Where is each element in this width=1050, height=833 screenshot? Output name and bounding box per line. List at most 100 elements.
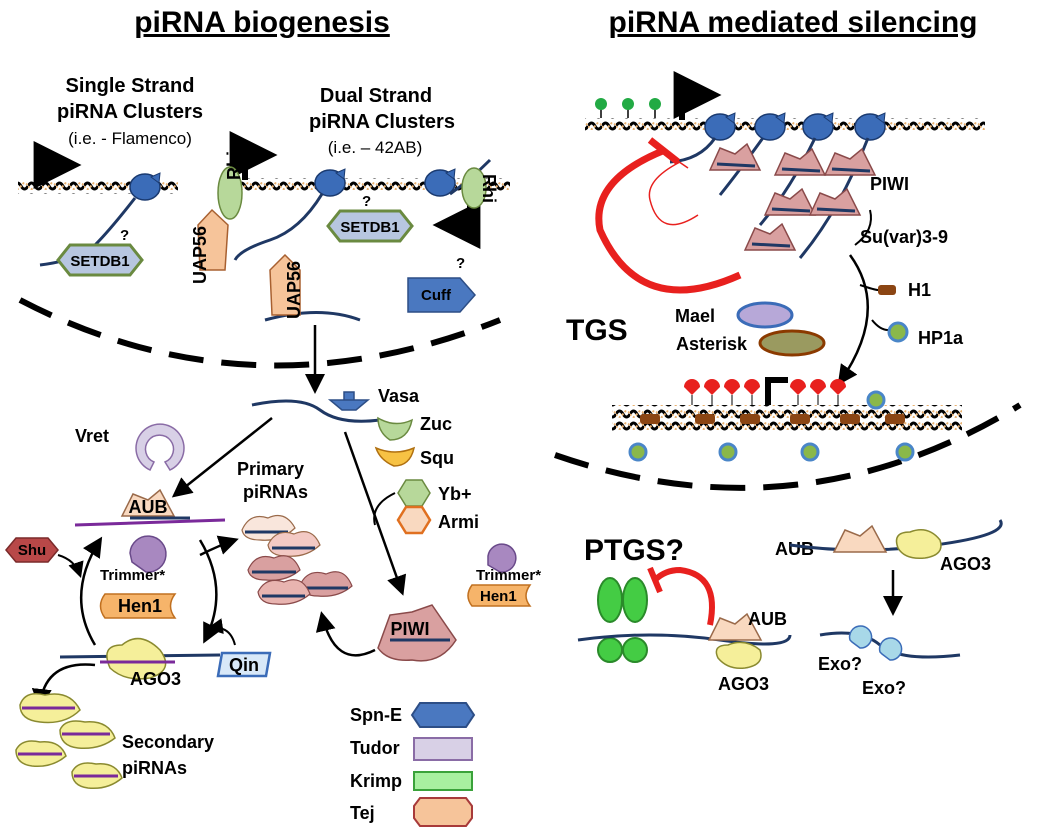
- shu-arrow: [57, 554, 84, 579]
- rna-polymerase: [704, 112, 736, 141]
- vasa-protein: [327, 391, 371, 411]
- asterisk-protein: [758, 329, 826, 357]
- cuff-protein: [407, 277, 477, 313]
- yb-label: Yb+: [438, 484, 472, 504]
- title-pirna-silencing: piRNA mediated silencing: [609, 6, 978, 39]
- piwi-protein: [763, 187, 817, 217]
- zuc-protein: [377, 416, 414, 441]
- h1-label: H1: [908, 280, 931, 300]
- rna-polymerase: [314, 168, 346, 197]
- effector-convergence-arrow: [837, 254, 870, 386]
- legend-swatch-krimp: [413, 771, 473, 791]
- question-mark: ?: [362, 193, 371, 210]
- primary-pirnas-label-2: piRNAs: [243, 482, 308, 502]
- qin-protein: [216, 651, 272, 678]
- vret-protein: [135, 423, 185, 471]
- mrna: [789, 519, 1003, 552]
- ago3-protein: [715, 641, 762, 670]
- processing-arrow: [343, 431, 407, 596]
- secondary-pirnas-label-2: piRNAs: [122, 758, 187, 778]
- dual-strand-title-2: piRNA Clusters: [309, 111, 455, 133]
- suvar-label: Su(var)3-9: [860, 227, 948, 247]
- piwi-protein: [823, 147, 877, 177]
- primary-pirnas-label-1: Primary: [237, 459, 304, 479]
- nuclear-envelope: [18, 297, 502, 369]
- dual-strand-title-1: Dual Strand: [320, 85, 432, 107]
- ago3-label-ptgs: AGO3: [718, 674, 769, 694]
- hen1-label: Hen1: [118, 596, 162, 616]
- tss-arrow-active: [673, 71, 722, 120]
- mael-protein: [736, 301, 794, 329]
- piwi-protein: [808, 187, 862, 217]
- uap56-label: UAP56: [190, 226, 210, 284]
- qin-label: Qin: [229, 655, 259, 675]
- mael-label: Mael: [675, 306, 715, 326]
- hen1-protein: [467, 584, 532, 607]
- dual-strand-example: (i.e. – 42AB): [328, 138, 423, 157]
- nuclear-envelope: [554, 402, 1022, 491]
- h1-protein: [878, 285, 896, 295]
- legend-label-tej: Tej: [350, 803, 375, 823]
- target-rna: [74, 518, 226, 527]
- title-pirna-biogenesis: piRNA biogenesis: [134, 6, 390, 39]
- setdb1-label: SETDB1: [340, 219, 399, 236]
- hen1-label: Hen1: [480, 588, 517, 605]
- legend-label-krimp: Krimp: [350, 771, 402, 791]
- rhi-protein: [461, 167, 487, 209]
- uap56-label: UAP56: [284, 261, 304, 319]
- repressive-marks: [684, 379, 846, 405]
- nascent-transcript: [758, 137, 817, 226]
- primary-pirna-cluster: [241, 515, 353, 605]
- active-marks: [595, 98, 661, 118]
- ptgs-inhibition: [652, 566, 715, 626]
- rhi-protein: [217, 166, 243, 220]
- h1-on-chromatin: [640, 414, 905, 424]
- cuff-label: Cuff: [421, 287, 452, 304]
- setdb1-label: SETDB1: [70, 253, 129, 270]
- qin-arrow: [206, 618, 236, 646]
- processing-arrow: [171, 417, 273, 498]
- pingpong-arrow: [79, 536, 103, 646]
- tss-arrow-dual: [229, 131, 278, 180]
- transcript: [264, 311, 361, 322]
- aub-label: AUB: [129, 497, 168, 517]
- rna-polymerase: [754, 112, 786, 141]
- exo-label: Exo?: [818, 654, 862, 674]
- yb-armi-bracket: [373, 492, 396, 526]
- setdb1-protein: [326, 209, 414, 243]
- vret-label: Vret: [75, 426, 109, 446]
- to-primary-arrow: [199, 535, 239, 557]
- effector-branch: [854, 209, 872, 246]
- piwi-protein: [773, 147, 827, 177]
- legend-swatch-tej: [413, 797, 473, 827]
- uap56-protein: [269, 253, 301, 316]
- vasa-label: Vasa: [378, 386, 420, 406]
- legend-swatch-spn-e: [410, 702, 476, 728]
- aub-label-ptgs: AUB: [748, 609, 787, 629]
- ago3-label-right: AGO3: [940, 554, 991, 574]
- asterisk-label: Asterisk: [676, 334, 748, 354]
- inhibition-bar-small: [671, 156, 689, 169]
- piwi-protein: [743, 222, 797, 252]
- single-strand-title-1: Single Strand: [66, 75, 195, 97]
- tss-arrow-reverse: [432, 200, 481, 249]
- secondary-pirnas-label-1: Secondary: [122, 732, 214, 752]
- tgs-label: TGS: [566, 314, 628, 347]
- exo-label: Exo?: [862, 678, 906, 698]
- setdb1-protein: [56, 243, 144, 277]
- question-mark: ?: [120, 227, 129, 244]
- single-strand-title-2: piRNA Clusters: [57, 101, 203, 123]
- zuc-label: Zuc: [420, 414, 452, 434]
- legend-swatch-tudor: [413, 737, 473, 761]
- exo-protein: [878, 637, 903, 661]
- piwi-protein: [377, 604, 457, 662]
- tss-arrow-single: [33, 141, 82, 189]
- aub-label-right: AUB: [775, 539, 814, 559]
- piwi-label-silencing: PIWI: [870, 174, 909, 194]
- piwi-return-arrow: [315, 611, 376, 657]
- inhibition-arc-small: [648, 161, 699, 226]
- ago3-protein: [895, 529, 942, 560]
- rhi-label: Rhi: [224, 151, 244, 180]
- single-strand-example: (i.e. - Flamenco): [68, 129, 192, 148]
- ptgs-label: PTGS?: [584, 534, 684, 567]
